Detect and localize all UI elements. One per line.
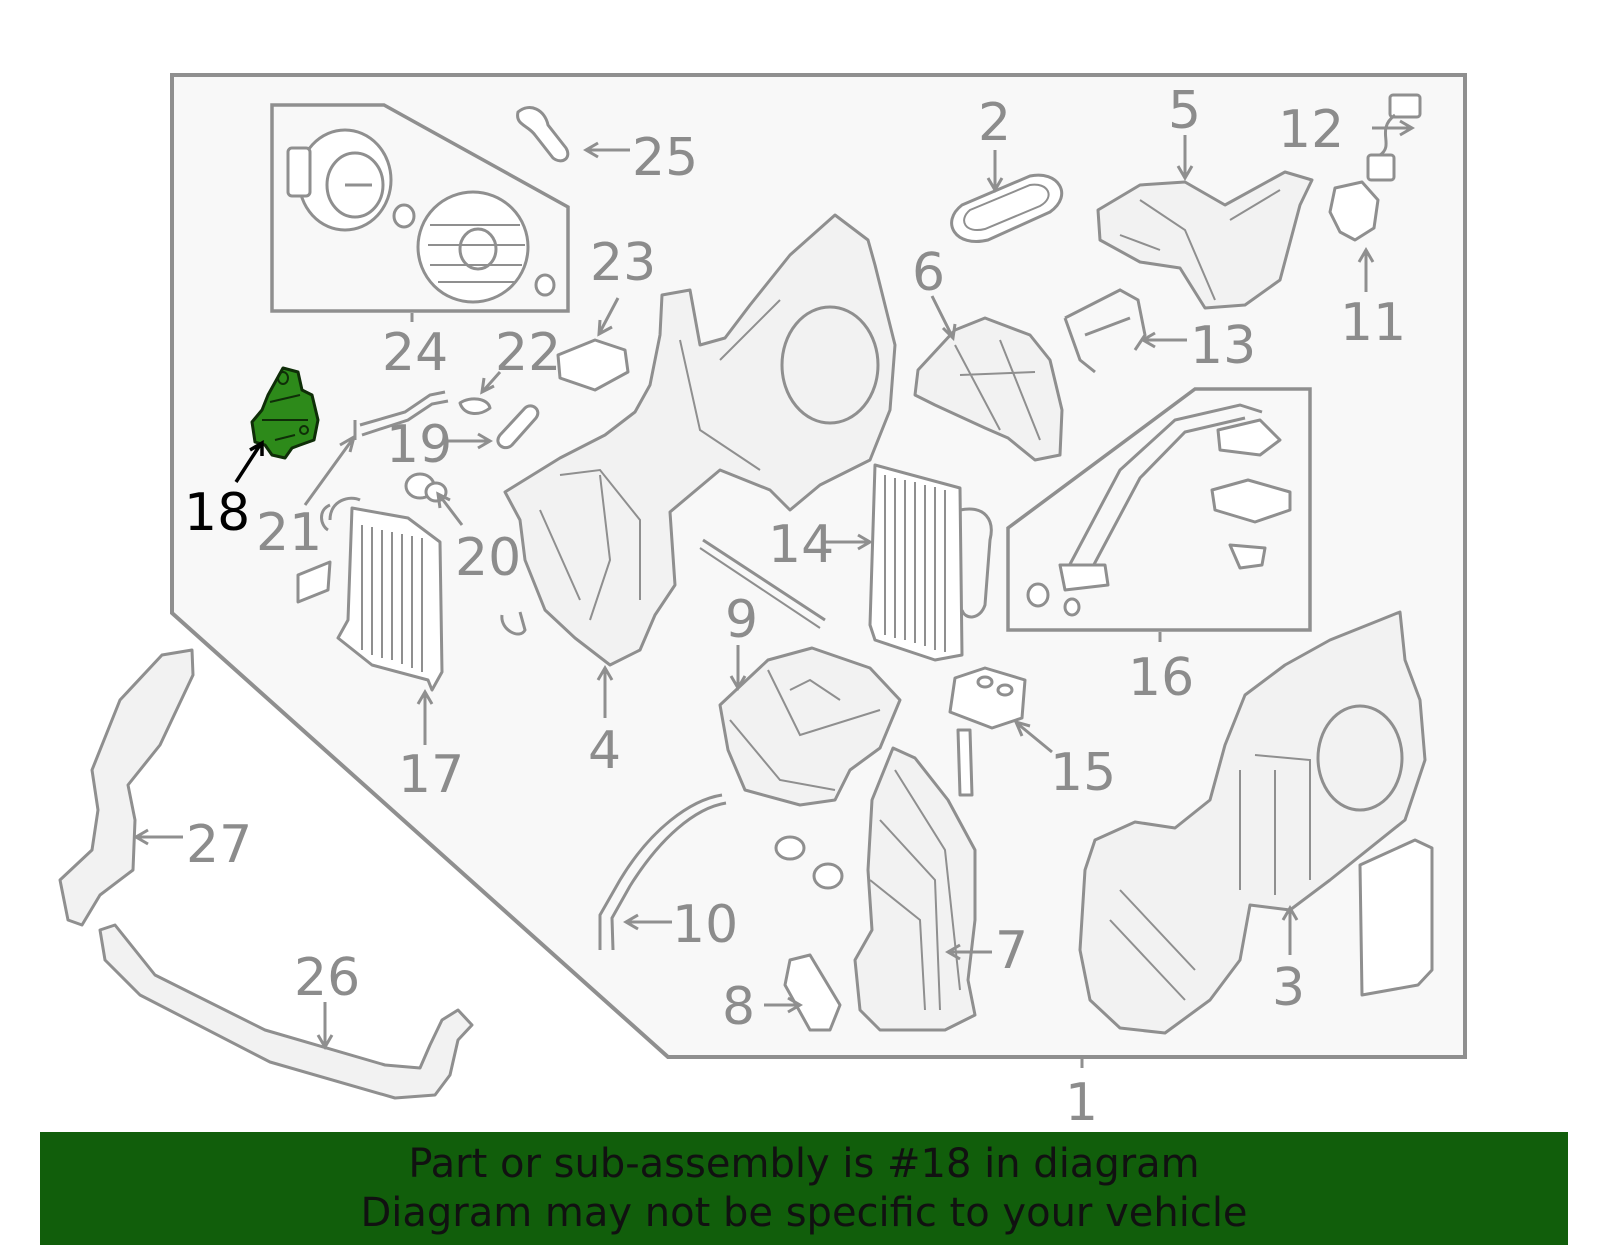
leader-lines — [133, 119, 1415, 1068]
part-plug-2 — [812, 862, 844, 890]
callout-21: 21 — [256, 503, 322, 563]
callout-8: 8 — [722, 977, 755, 1037]
part-11-actuator — [1328, 180, 1380, 242]
part-3-main-case — [1078, 610, 1427, 1035]
part-8-grommet — [783, 953, 842, 1032]
part-21-bracket — [296, 560, 332, 604]
callout-15: 15 — [1050, 743, 1116, 803]
part-2-gasket — [950, 173, 1064, 243]
callout-19: 19 — [386, 415, 452, 475]
part-17-heater-core — [336, 506, 444, 692]
part-16-expansion-valve — [1026, 403, 1292, 617]
callout-1: 1 — [1065, 1073, 1098, 1133]
callout-9: 9 — [725, 590, 758, 650]
callout-27: 27 — [186, 815, 252, 875]
callout-10: 10 — [672, 895, 738, 955]
part-22-clip — [458, 397, 492, 415]
callout-11: 11 — [1340, 293, 1406, 353]
part-18-highlighted — [250, 366, 320, 460]
callout-6: 6 — [912, 243, 945, 303]
callout-17: 17 — [398, 745, 464, 805]
callout-22: 22 — [495, 323, 561, 383]
callout-13: 13 — [1190, 316, 1256, 376]
part-19-linkage — [496, 404, 540, 450]
info-banner: Part or sub-assembly is #18 in diagram D… — [40, 1132, 1568, 1245]
callout-14: 14 — [768, 515, 834, 575]
callout-20: 20 — [455, 528, 521, 588]
part-7-side-panel — [853, 746, 977, 1032]
part-rod — [702, 538, 826, 622]
part-27-bracket — [58, 648, 195, 927]
part-15-block — [948, 666, 1027, 730]
callout-25: 25 — [632, 128, 698, 188]
callout-3: 3 — [1272, 958, 1305, 1018]
part-23-resistor — [556, 338, 630, 392]
part-24-blower-motor — [286, 128, 556, 304]
part-4-heater-housing — [503, 213, 897, 667]
part-6-housing-cover — [913, 316, 1064, 462]
part-filter — [1358, 838, 1434, 997]
part-26-duct — [98, 923, 474, 1100]
part-bolt — [956, 728, 974, 797]
part-9-drain-pan — [718, 646, 902, 807]
banner-line-2: Diagram may not be specific to your vehi… — [360, 1190, 1248, 1236]
part-5-duct — [1096, 170, 1314, 310]
part-plug — [774, 835, 806, 861]
callout-16: 16 — [1128, 648, 1194, 708]
callout-23: 23 — [590, 233, 656, 293]
part-10-drain-hose — [598, 793, 727, 951]
callout-7: 7 — [995, 921, 1028, 981]
part-25-hose — [516, 106, 570, 163]
part-12-connector — [1366, 93, 1422, 182]
callout-24: 24 — [382, 323, 448, 383]
callout-26: 26 — [294, 948, 360, 1008]
callout-5: 5 — [1168, 81, 1201, 141]
callout-4: 4 — [588, 721, 621, 781]
callout-2: 2 — [978, 93, 1011, 153]
part-17-tube — [320, 496, 361, 532]
banner-line-1: Part or sub-assembly is #18 in diagram — [408, 1141, 1200, 1187]
callout-12: 12 — [1278, 100, 1344, 160]
callout-18: 18 — [184, 483, 250, 543]
